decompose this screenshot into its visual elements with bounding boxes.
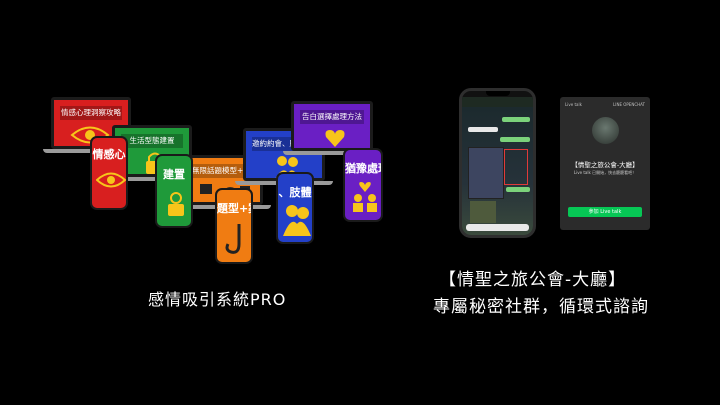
chat-phone <box>459 88 536 238</box>
chat-bubble <box>506 187 530 192</box>
openchat-card: Live talk LINE OPENCHAT 【情聖之旅公會-大廳】 Live… <box>560 97 650 230</box>
couple-icon <box>353 182 377 212</box>
orange-laptop-title: 無限話題模型+案例分析 <box>192 164 254 178</box>
card-header-left: Live talk <box>565 102 582 107</box>
chat-image <box>468 147 504 199</box>
message-input-bar[interactable] <box>466 224 529 231</box>
hook-icon <box>225 224 241 254</box>
blue-phone-text: 、肢體 <box>278 186 312 199</box>
red-laptop-screen: 情感心理洞察攻略 <box>51 97 131 149</box>
chat-bubble <box>468 127 498 132</box>
blue-phone: 、肢體 <box>276 172 314 244</box>
orange-phone: 題型+案 <box>215 188 253 264</box>
red-laptop-title: 情感心理洞察攻略 <box>60 106 122 120</box>
card-header-right: LINE OPENCHAT <box>613 102 645 107</box>
heart-icon <box>325 130 345 147</box>
green-laptop-base <box>104 177 200 181</box>
chat-bubble <box>502 117 530 122</box>
red-phone: 情感心 <box>90 136 128 210</box>
purple-laptop-title: 告白選擇處理方法 <box>300 110 364 124</box>
orange-phone-text: 題型+案 <box>217 202 251 215</box>
lock-icon <box>168 192 184 216</box>
green-phone: 建置 <box>155 154 193 228</box>
purple-phone: 猶豫處理 <box>343 148 383 222</box>
chat-header <box>462 97 533 107</box>
purple-laptop-screen: 告白選擇處理方法 <box>291 101 373 151</box>
group-avatar <box>592 117 619 144</box>
right-caption-title: 【情聖之旅公會-大廳】 <box>439 270 627 290</box>
purple-phone-text: 猶豫處理 <box>345 162 381 175</box>
green-phone-text: 建置 <box>163 168 185 181</box>
couple-icon <box>283 205 311 236</box>
group-name: 【情聖之旅公會-大廳】 <box>571 161 639 169</box>
green-laptop-title: 生活型態建置 <box>121 134 183 148</box>
highlight-box <box>504 149 528 185</box>
group-subtitle: Live talk 已開始，快去聽聽看吧！ <box>573 170 637 175</box>
chat-bubble <box>500 137 530 142</box>
red-phone-text: 情感心 <box>92 148 126 161</box>
phone-notch <box>486 91 510 96</box>
right-caption-subtitle: 專屬秘密社群，循環式諮詢 <box>433 297 649 317</box>
left-caption: 感情吸引系統PRO <box>148 290 287 309</box>
chat-image <box>470 201 496 223</box>
purple-laptop-base <box>283 151 381 155</box>
join-live-talk-button[interactable]: 參加 Live talk <box>568 207 642 217</box>
eye-icon <box>96 172 126 188</box>
